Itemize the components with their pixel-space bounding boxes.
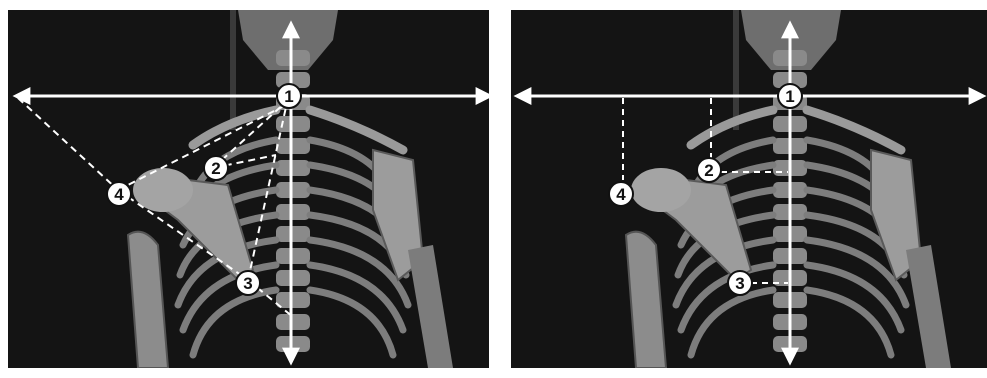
svg-text:1: 1: [284, 87, 293, 106]
svg-text:1: 1: [785, 87, 794, 106]
svg-text:2: 2: [704, 161, 713, 180]
svg-text:2: 2: [211, 159, 220, 178]
left-marker-4: 4: [107, 182, 131, 206]
right-skeleton-image: 1 2 3 4: [511, 10, 987, 368]
svg-text:3: 3: [735, 274, 744, 293]
right-marker-1: 1: [778, 84, 802, 108]
left-marker-1: 1: [277, 84, 301, 108]
right-marker-3: 3: [728, 271, 752, 295]
right-marker-2: 2: [697, 158, 721, 182]
svg-text:4: 4: [114, 185, 124, 204]
left-marker-2: 2: [204, 156, 228, 180]
left-panel: 1 2 3 4: [8, 10, 489, 368]
left-skeleton-image: 1 2 3 4: [8, 10, 489, 368]
right-marker-4: 4: [609, 182, 633, 206]
svg-text:3: 3: [243, 274, 252, 293]
right-panel: 1 2 3 4: [511, 10, 987, 368]
left-marker-3: 3: [236, 271, 260, 295]
svg-text:4: 4: [616, 185, 626, 204]
